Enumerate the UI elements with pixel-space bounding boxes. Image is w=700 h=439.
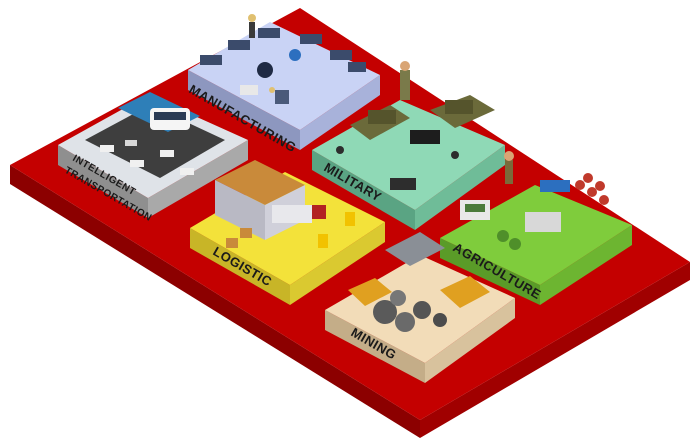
warehouse-and-trucks — [215, 160, 355, 248]
base-right-side — [420, 262, 690, 438]
agriculture-tile: AGRICULTURE — [440, 151, 632, 305]
farm-machines-and-crops — [460, 151, 609, 250]
logistic-tile: LOGISTIC — [190, 160, 385, 305]
base-left-side — [10, 165, 420, 438]
military-vehicles — [336, 61, 495, 190]
military-tile: MILITARY — [312, 61, 505, 230]
road-with-vehicles — [85, 92, 225, 178]
robot-arm-workstations — [200, 14, 366, 104]
transportation-tile: INTELLIGENT TRANSPORTATION — [58, 92, 248, 224]
mining-trucks-and-rocks — [348, 232, 490, 332]
